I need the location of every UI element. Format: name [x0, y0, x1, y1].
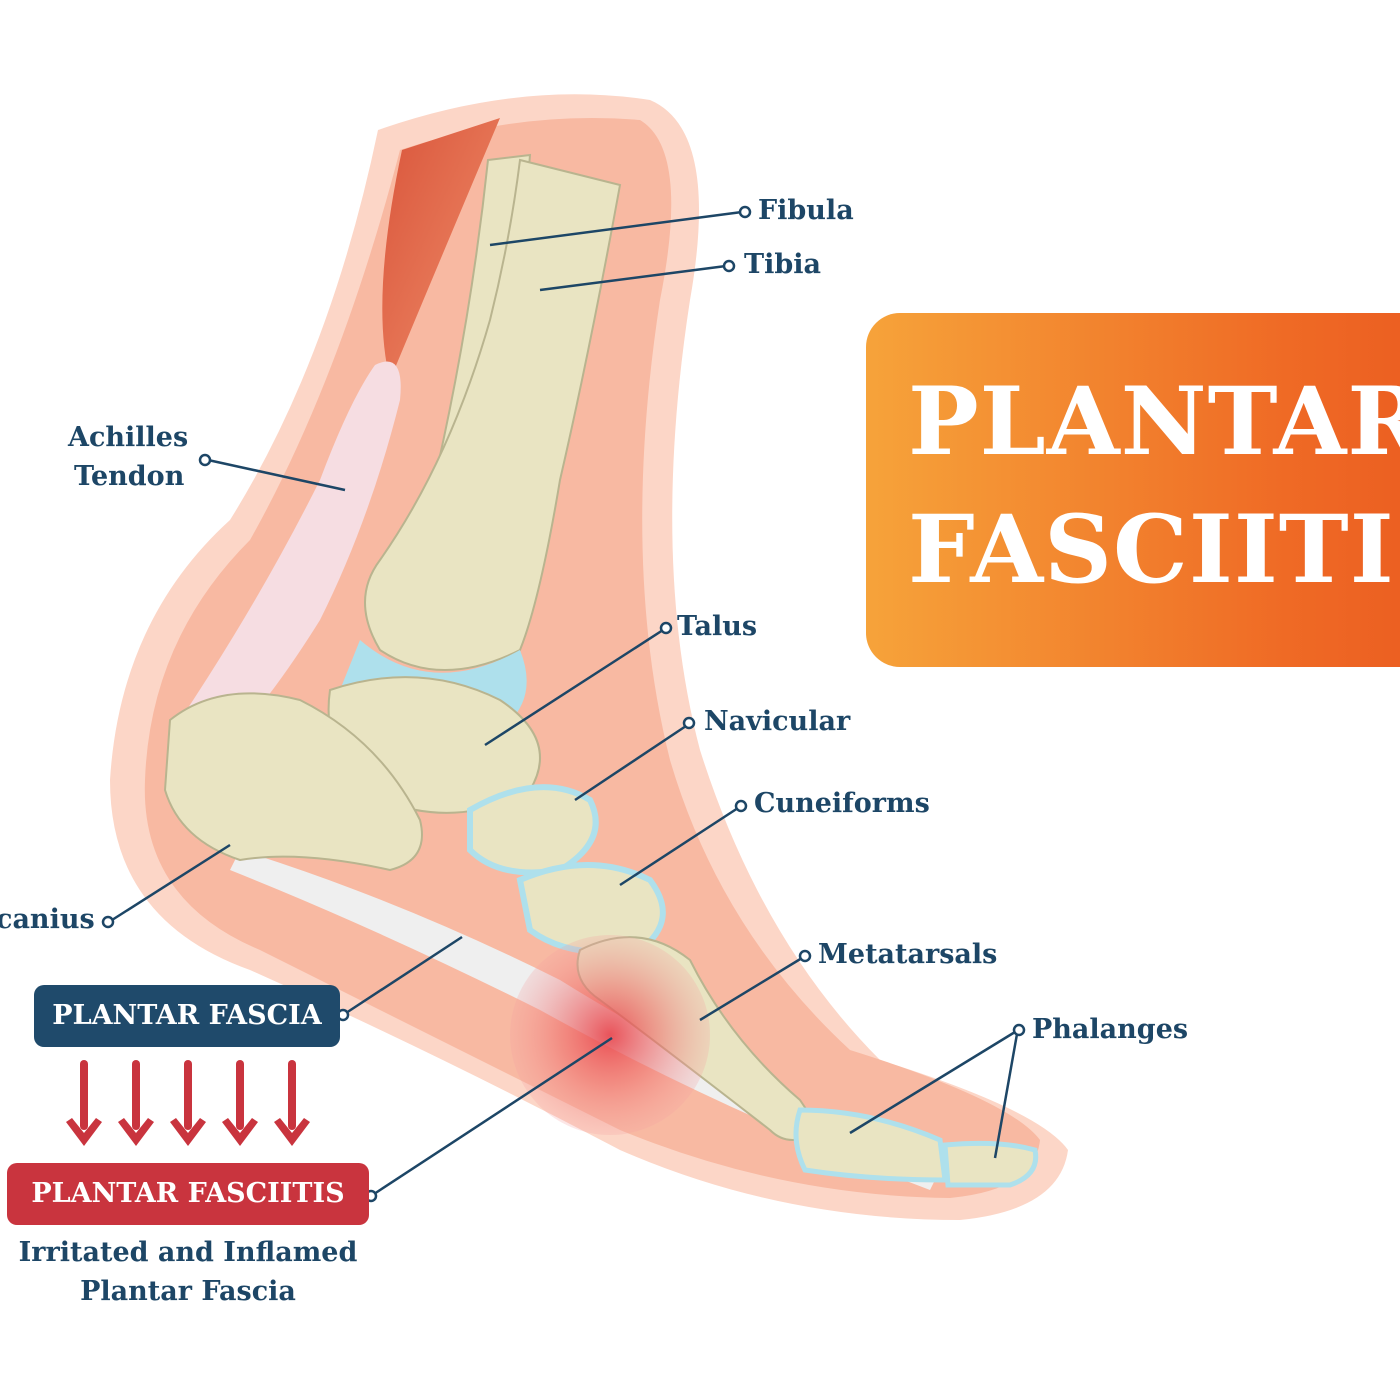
title-line2: FASCIITIS [908, 495, 1400, 605]
achilles-tendon [180, 361, 401, 740]
phalanx-proximal [793, 1107, 948, 1183]
navicular-bone [467, 784, 599, 876]
arrows [66, 1060, 310, 1146]
label-calcaneus: canius [0, 904, 95, 935]
label-fibula: Fibula [758, 195, 854, 226]
label-talus: Talus [677, 611, 758, 642]
arrow-down-icon [66, 1060, 102, 1146]
plantar-fasciitis-box: PLANTAR FASCIITIS [7, 1163, 369, 1225]
arrow-down-icon [170, 1060, 206, 1146]
label-tibia: Tibia [744, 249, 821, 280]
caption-line1: Irritated and Inflamed [18, 1237, 358, 1268]
label-achilles-line1: Achilles [68, 422, 189, 453]
plantar-fascia-box: PLANTAR FASCIA [34, 985, 340, 1047]
title-line1: PLANTAR [908, 367, 1400, 477]
title-banner [866, 313, 1400, 667]
label-metatarsals: Metatarsals [818, 939, 998, 970]
calf-muscle [382, 118, 500, 380]
label-achilles-line2: Tendon [74, 461, 185, 492]
arrow-down-icon [222, 1060, 258, 1146]
label-cuneiforms: Cuneiforms [754, 788, 930, 819]
arrow-down-icon [118, 1060, 154, 1146]
label-navicular: Navicular [704, 706, 851, 737]
phalanx-distal [942, 1140, 1039, 1188]
arrow-down-icon [274, 1060, 310, 1146]
label-phalanges: Phalanges [1032, 1014, 1189, 1045]
leader-lines [101, 205, 1026, 1203]
caption-line2: Plantar Fascia [80, 1276, 296, 1307]
calcaneus-bone [163, 692, 423, 872]
inflammation-spot [510, 935, 710, 1135]
